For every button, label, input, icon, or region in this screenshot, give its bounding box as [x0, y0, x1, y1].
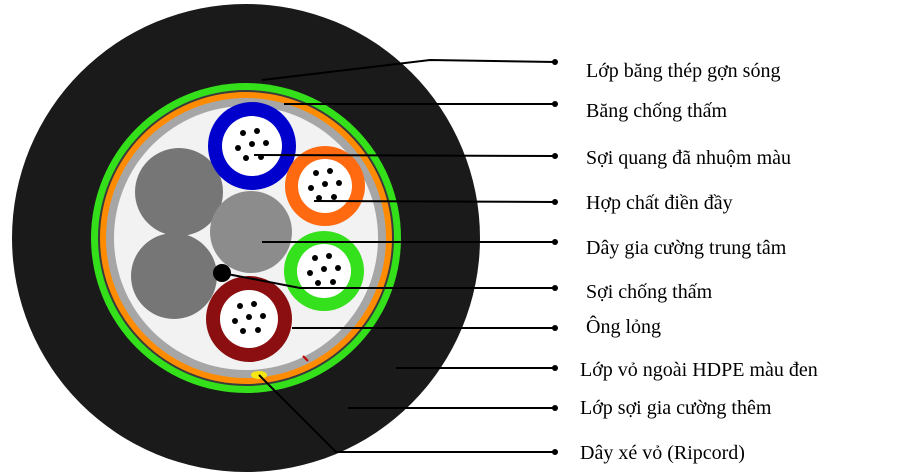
dot-steel-tape [552, 59, 558, 65]
leader-colored-fiber [253, 154, 556, 157]
leader-water-yarn [221, 272, 555, 289]
optical-fiber [235, 145, 241, 151]
dot-jacket [552, 365, 558, 371]
optical-fiber [237, 303, 243, 309]
label-central-strength-member: Dây gia cường trung tâm [586, 237, 787, 259]
optical-fiber [316, 195, 322, 201]
loose-tube-maroon [206, 276, 292, 362]
label-ripcord: Dây xé vỏ (Ripcord) [580, 442, 745, 464]
optical-fiber [335, 265, 341, 271]
optical-fiber [322, 181, 328, 187]
dot-loose-tube [552, 325, 558, 331]
label-loose-tube: Ông lỏng [586, 314, 661, 338]
fibers-maroon [232, 301, 266, 334]
fibers-green [307, 253, 341, 286]
optical-fiber [240, 328, 246, 334]
optical-fiber [243, 155, 249, 161]
optical-fiber [327, 168, 333, 174]
fibers-blue [235, 128, 269, 161]
label-filling-compound: Hợp chất điền đầy [586, 192, 733, 214]
label-colored-fiber: Sợi quang đã nhuộm màu [586, 147, 791, 169]
optical-fiber [326, 253, 332, 259]
filler-rod-top [135, 148, 223, 236]
leader-lines [221, 58, 556, 453]
optical-fiber [232, 318, 238, 324]
label-additional-strength-yarn: Lớp sợi gia cường thêm [580, 397, 772, 419]
dot-water-tape [552, 101, 558, 107]
optical-fiber [308, 185, 314, 191]
dot-strength-yarn [552, 405, 558, 411]
loose-tube-orange [285, 146, 365, 226]
optical-fiber [260, 313, 266, 319]
fibers-orange [308, 168, 342, 201]
optical-fiber [251, 301, 257, 307]
optical-fiber [249, 141, 255, 147]
central-strength-member [210, 191, 292, 273]
optical-fiber [254, 128, 260, 134]
optical-fiber [263, 140, 269, 146]
label-water-blocking-tape: Băng chống thấm [586, 100, 728, 122]
optical-fiber [315, 280, 321, 286]
optical-fiber [307, 270, 313, 276]
optical-fiber [255, 327, 261, 333]
dot-filling-compound [552, 199, 558, 205]
optical-fiber [246, 314, 252, 320]
strength-yarn-mark [302, 355, 309, 362]
leader-dots [552, 59, 558, 455]
optical-fiber [240, 130, 246, 136]
leader-filling-compound [313, 200, 556, 203]
label-corrugated-steel-tape: Lớp băng thép gợn sóng [586, 60, 780, 82]
loose-tube-blue [208, 102, 296, 190]
optical-fiber [336, 180, 342, 186]
optical-fiber [321, 266, 327, 272]
filler-rod-bottom [131, 233, 217, 319]
optical-fiber [313, 170, 319, 176]
loose-tube-green [284, 231, 364, 311]
optical-fiber [330, 279, 336, 285]
label-water-blocking-yarn: Sợi chống thấm [586, 281, 713, 303]
dot-ripcord [552, 449, 558, 455]
label-black-hdpe-jacket: Lớp vỏ ngoài HDPE màu đen [580, 359, 818, 381]
dot-water-yarn [552, 285, 558, 291]
leader-ripcord [258, 374, 555, 453]
optical-fiber [331, 194, 337, 200]
optical-fiber [312, 255, 318, 261]
dot-central-member [552, 239, 558, 245]
leader-steel-tape [261, 58, 556, 81]
dot-colored-fiber [552, 153, 558, 159]
